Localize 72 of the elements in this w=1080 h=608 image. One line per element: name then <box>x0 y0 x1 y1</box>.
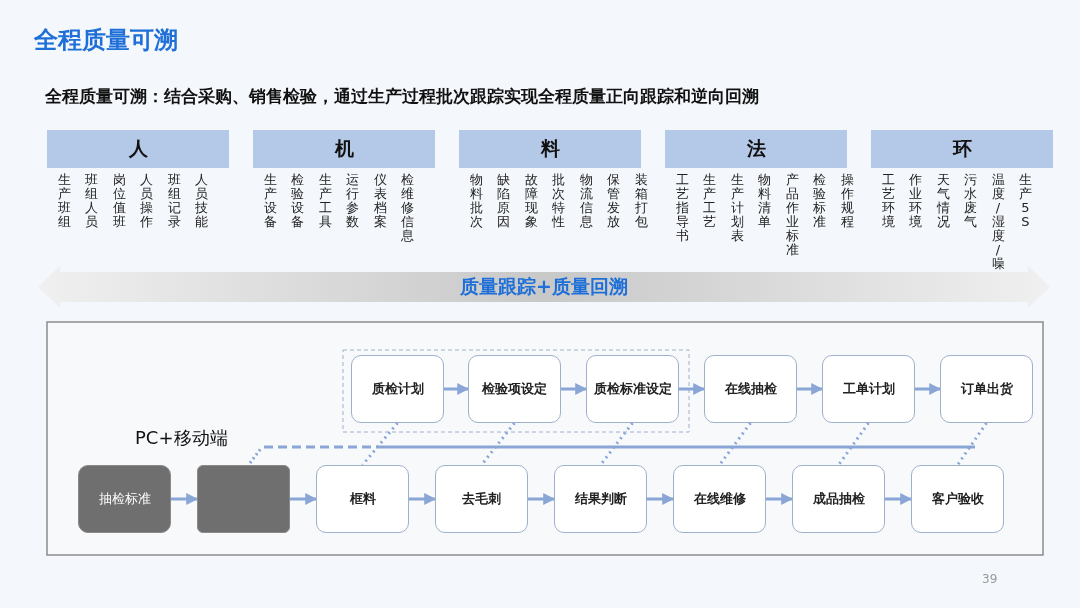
title: 全程质量可溯 <box>34 25 178 56</box>
item-label: 生产计划表 <box>730 173 744 243</box>
item-label: 操作规程 <box>840 173 854 229</box>
process-box: 质检标准设定 <box>586 355 679 423</box>
arrow <box>679 383 706 395</box>
item-label: 生产班组 <box>57 173 71 229</box>
item-label: 装箱打包 <box>634 173 648 229</box>
arrow <box>528 493 556 505</box>
arrow <box>409 493 437 505</box>
page-number: 39 <box>982 572 998 586</box>
dotted-line <box>599 422 634 466</box>
item-label: 检维修信息 <box>400 173 415 243</box>
dotted-line <box>718 422 752 466</box>
dotted-line <box>837 422 870 466</box>
item-label: 生产工具 <box>318 173 332 229</box>
dotted-line <box>361 422 399 466</box>
item-label: 天气情况 <box>936 173 950 229</box>
category-header: 机 <box>253 130 435 168</box>
process-box: 质检计划 <box>351 355 444 423</box>
item-label: 物料批次 <box>469 173 483 229</box>
process-box: 去毛刺 <box>435 465 528 533</box>
item-label: 物料清单 <box>757 173 772 229</box>
item-label: 人员技能 <box>194 173 209 229</box>
item-label: 产品作业标准 <box>785 173 799 257</box>
arrow <box>797 383 824 395</box>
item-label: 仪表档案 <box>373 173 387 229</box>
item-label: 污水废气 <box>963 173 978 229</box>
item-label: 工艺指导书 <box>675 173 689 243</box>
arrow <box>290 493 318 505</box>
item-label: 保管发放 <box>606 173 621 229</box>
process-box: 在线抽检 <box>704 355 797 423</box>
item-label: 运行参数 <box>345 173 360 229</box>
dotted-line <box>956 422 988 466</box>
process-box: 成品抽检 <box>792 465 885 533</box>
process-box: 在线维修 <box>673 465 766 533</box>
arrow <box>561 383 588 395</box>
process-box: 工单计划 <box>822 355 915 423</box>
arrow <box>647 493 675 505</box>
process-box: 抽检标准 <box>78 465 171 533</box>
arrow <box>885 493 913 505</box>
item-label: 生产设备 <box>263 173 277 229</box>
arrow <box>915 383 942 395</box>
item-label: 检验标准 <box>812 173 827 229</box>
arrow <box>171 493 199 505</box>
dotted-line <box>480 422 516 466</box>
process-box: 框料 <box>316 465 409 533</box>
item-label: 人员操作 <box>139 173 154 229</box>
category-header: 法 <box>665 130 847 168</box>
item-label: 检验设备 <box>290 173 305 229</box>
item-label: 班组人员 <box>84 173 99 229</box>
item-label: 岗位值班 <box>112 173 126 229</box>
subtitle: 全程质量可溯：结合采购、销售检验，通过生产过程批次跟踪实现全程质量正向跟踪和逆向回溯 <box>45 85 759 108</box>
process-box: 客户验收 <box>911 465 1004 533</box>
category-header: 料 <box>459 130 641 168</box>
item-label: 批次特性 <box>551 173 566 229</box>
platform-label: PC+移动端 <box>135 426 228 450</box>
item-label: 生产工艺 <box>702 173 717 229</box>
item-label: 班组记录 <box>167 173 181 229</box>
category-header: 环 <box>871 130 1053 168</box>
process-box: 检验项设定 <box>468 355 561 423</box>
category-header: 人 <box>47 130 229 168</box>
item-label: 缺陷原因 <box>496 173 511 229</box>
arrow <box>444 383 470 395</box>
item-label: 作业环境 <box>908 173 923 229</box>
process-box: 订单出货 <box>940 355 1033 423</box>
item-label: 工艺环境 <box>881 173 895 229</box>
process-box <box>197 465 290 533</box>
arrow <box>766 493 794 505</box>
item-label: 生产5S <box>1018 173 1033 229</box>
process-box: 结果判断 <box>554 465 647 533</box>
item-label: 物流信息 <box>579 173 593 229</box>
item-label: 故障现象 <box>524 173 538 229</box>
